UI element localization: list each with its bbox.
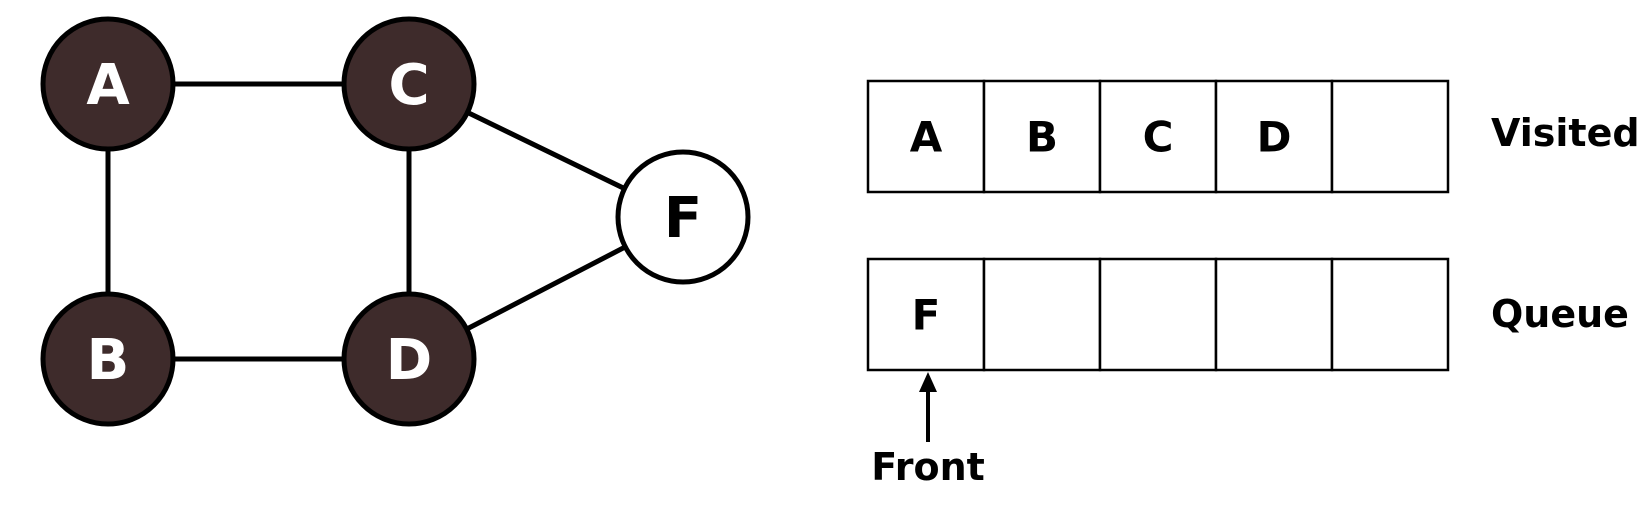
node-b: B xyxy=(40,291,176,427)
visited-cell-label: D xyxy=(1257,113,1292,162)
queue-cell-1 xyxy=(866,257,986,372)
visited-cell-label: C xyxy=(1143,113,1174,162)
node-label: D xyxy=(386,328,432,393)
queue-cell-5 xyxy=(1330,257,1450,372)
node-circle xyxy=(341,16,477,152)
visited-cell-label: B xyxy=(1026,113,1058,162)
visited-cell-3 xyxy=(1098,79,1218,194)
node-circle xyxy=(341,291,477,427)
node-label: B xyxy=(87,328,130,393)
node-label: C xyxy=(388,53,429,118)
visited-cell-label: A xyxy=(910,113,943,162)
queue-cell-4 xyxy=(1214,257,1334,372)
queue-cell-label: F xyxy=(912,291,941,340)
node-circle xyxy=(40,16,176,152)
front-label: Front xyxy=(871,445,985,489)
node-label: F xyxy=(664,186,702,251)
queue-label: Queue xyxy=(1491,292,1629,336)
node-a: A xyxy=(40,16,176,152)
node-circle xyxy=(615,149,751,285)
graph-nodes: A C F B D xyxy=(40,16,751,427)
queue-array: F xyxy=(866,257,1450,372)
node-label: A xyxy=(86,53,130,118)
node-c: C xyxy=(341,16,477,152)
node-circle xyxy=(40,291,176,427)
node-f: F xyxy=(615,149,751,285)
visited-array: A B C D xyxy=(866,79,1450,194)
visited-cell-5 xyxy=(1330,79,1450,194)
queue-cell-3 xyxy=(1098,257,1218,372)
visited-label: Visited xyxy=(1491,111,1639,155)
node-d: D xyxy=(341,291,477,427)
front-arrowhead-icon xyxy=(919,372,937,392)
queue-cell-2 xyxy=(982,257,1102,372)
visited-cell-4 xyxy=(1214,79,1334,194)
